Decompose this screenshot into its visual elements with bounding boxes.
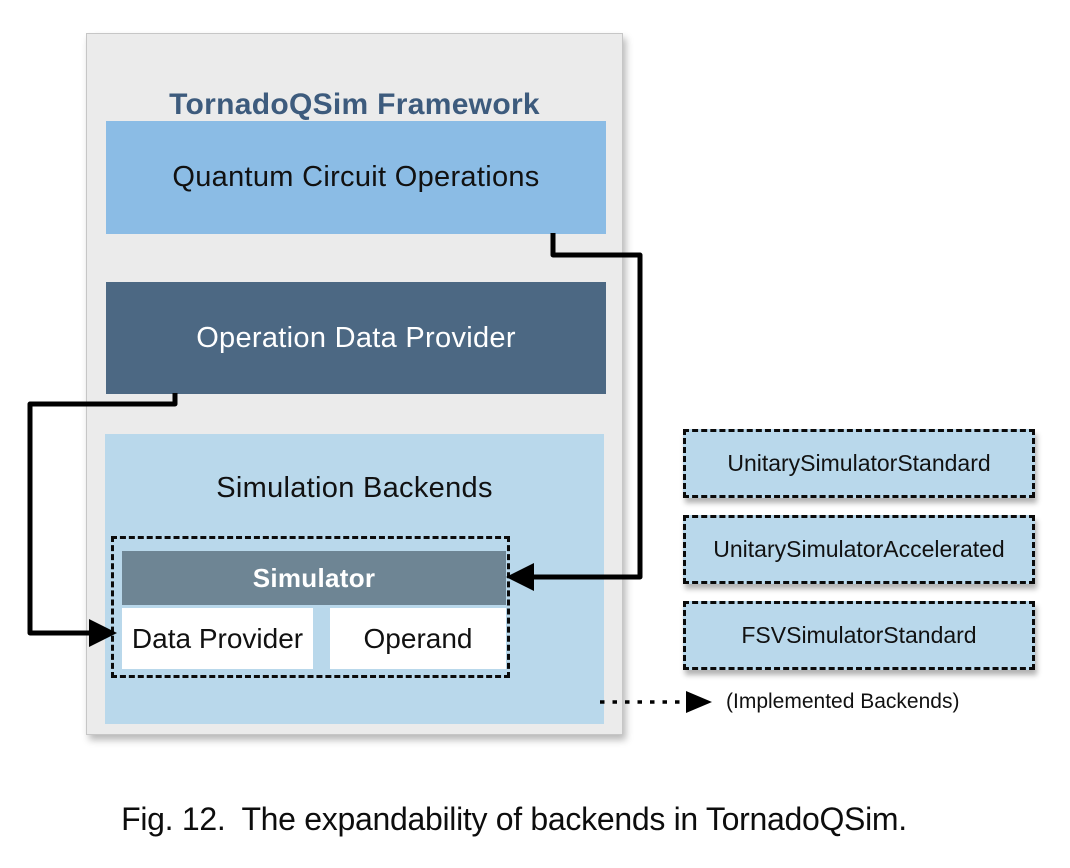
figure-caption-number: Fig. 12. [121, 801, 226, 837]
implemented-backends-label: (Implemented Backends) [726, 690, 960, 713]
block-quantum-circuit-operations: Quantum Circuit Operations [106, 121, 606, 234]
backend-fsv-simulator-standard: FSVSimulatorStandard [683, 601, 1035, 670]
simulator-header: Simulator [122, 551, 506, 605]
simulator-data-provider-box: Data Provider [122, 608, 313, 669]
block-simulation-backends-label: Simulation Backends [216, 472, 493, 504]
figure-caption-text: The expandability of backends in Tornado… [241, 801, 907, 837]
simulator-group: Simulator Data Provider Operand [111, 536, 510, 678]
arrowhead-legend-icon [686, 691, 712, 713]
figure-caption: Fig. 12. The expandability of backends in… [0, 801, 1028, 838]
framework-title: TornadoQSim Framework [169, 88, 540, 121]
simulator-operand-box: Operand [330, 608, 506, 669]
block-operation-data-provider-label: Operation Data Provider [196, 321, 516, 354]
backend-unitary-simulator-accelerated: UnitarySimulatorAccelerated [683, 515, 1035, 584]
block-operation-data-provider: Operation Data Provider [106, 282, 606, 394]
block-quantum-circuit-operations-label: Quantum Circuit Operations [172, 161, 540, 193]
backend-unitary-simulator-standard: UnitarySimulatorStandard [683, 429, 1035, 498]
